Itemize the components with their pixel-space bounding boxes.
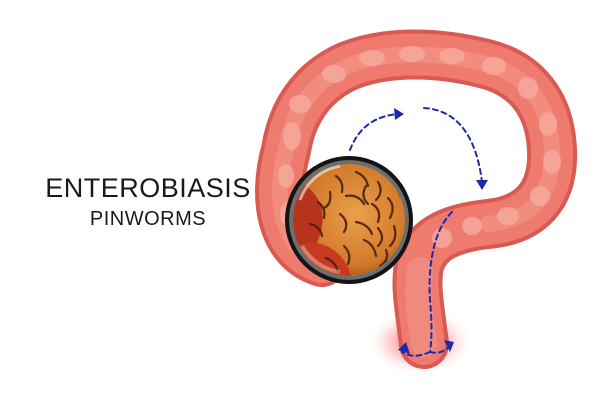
arrowheads [394,108,488,354]
dashed-arrow-icon [349,107,483,357]
magnifying-lens-icon [285,156,413,284]
title-pinworms: PINWORMS [89,208,207,230]
title-enterobiasis: ENTEROBIASIS [45,173,251,203]
large-intestine-icon [255,29,578,369]
title-block: ENTEROBIASIS PINWORMS [14,172,282,234]
